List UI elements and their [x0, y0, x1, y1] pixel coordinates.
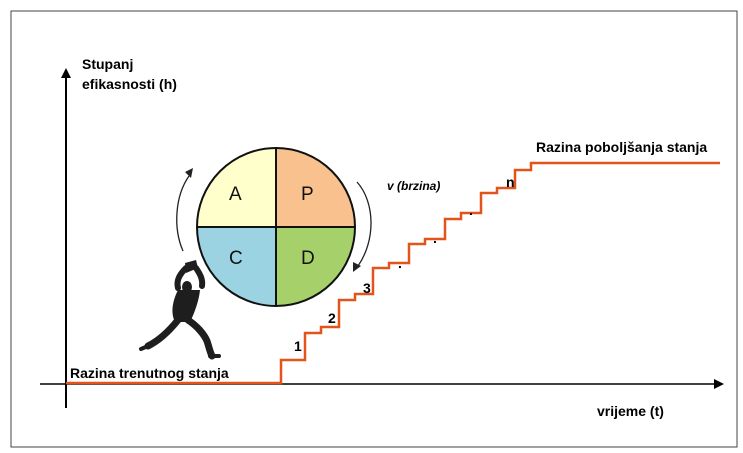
step-label-dot-2: . [433, 230, 437, 246]
step-label-1: 1 [294, 338, 302, 354]
improvement-staircase [66, 161, 720, 385]
quadrant-c-label: C [229, 248, 243, 269]
step-label-dot-3: . [469, 202, 473, 218]
frame-border [10, 10, 738, 448]
y-axis-label-line-1: Stupanj [82, 56, 133, 72]
y-axis-label-line-2: efikasnosti (h) [82, 76, 177, 92]
rotation-arrow-icon [176, 168, 372, 272]
step-label-3: 3 [363, 280, 371, 296]
quadrant-d [276, 227, 355, 306]
quadrant-a-label: A [229, 184, 242, 205]
quadrant-d-label: D [301, 248, 315, 269]
step-label-2: 2 [328, 310, 336, 326]
x-axis-label: vrijeme (t) [597, 403, 664, 419]
step-label-dot-1: . [398, 255, 402, 271]
speed-label: v (brzina) [387, 179, 440, 193]
quadrant-a [197, 148, 276, 227]
quadrant-p-label: P [301, 184, 314, 205]
pdca-wheel: A P C D [196, 147, 356, 307]
current-state-label: Razina trenutnog stanja [70, 365, 229, 381]
quadrant-p [276, 148, 355, 227]
quadrant-c [197, 227, 276, 306]
step-label-n: n [506, 174, 515, 190]
improved-state-label: Razina poboljšanja stanja [536, 139, 707, 155]
person-pushing-figure-icon [139, 260, 221, 360]
